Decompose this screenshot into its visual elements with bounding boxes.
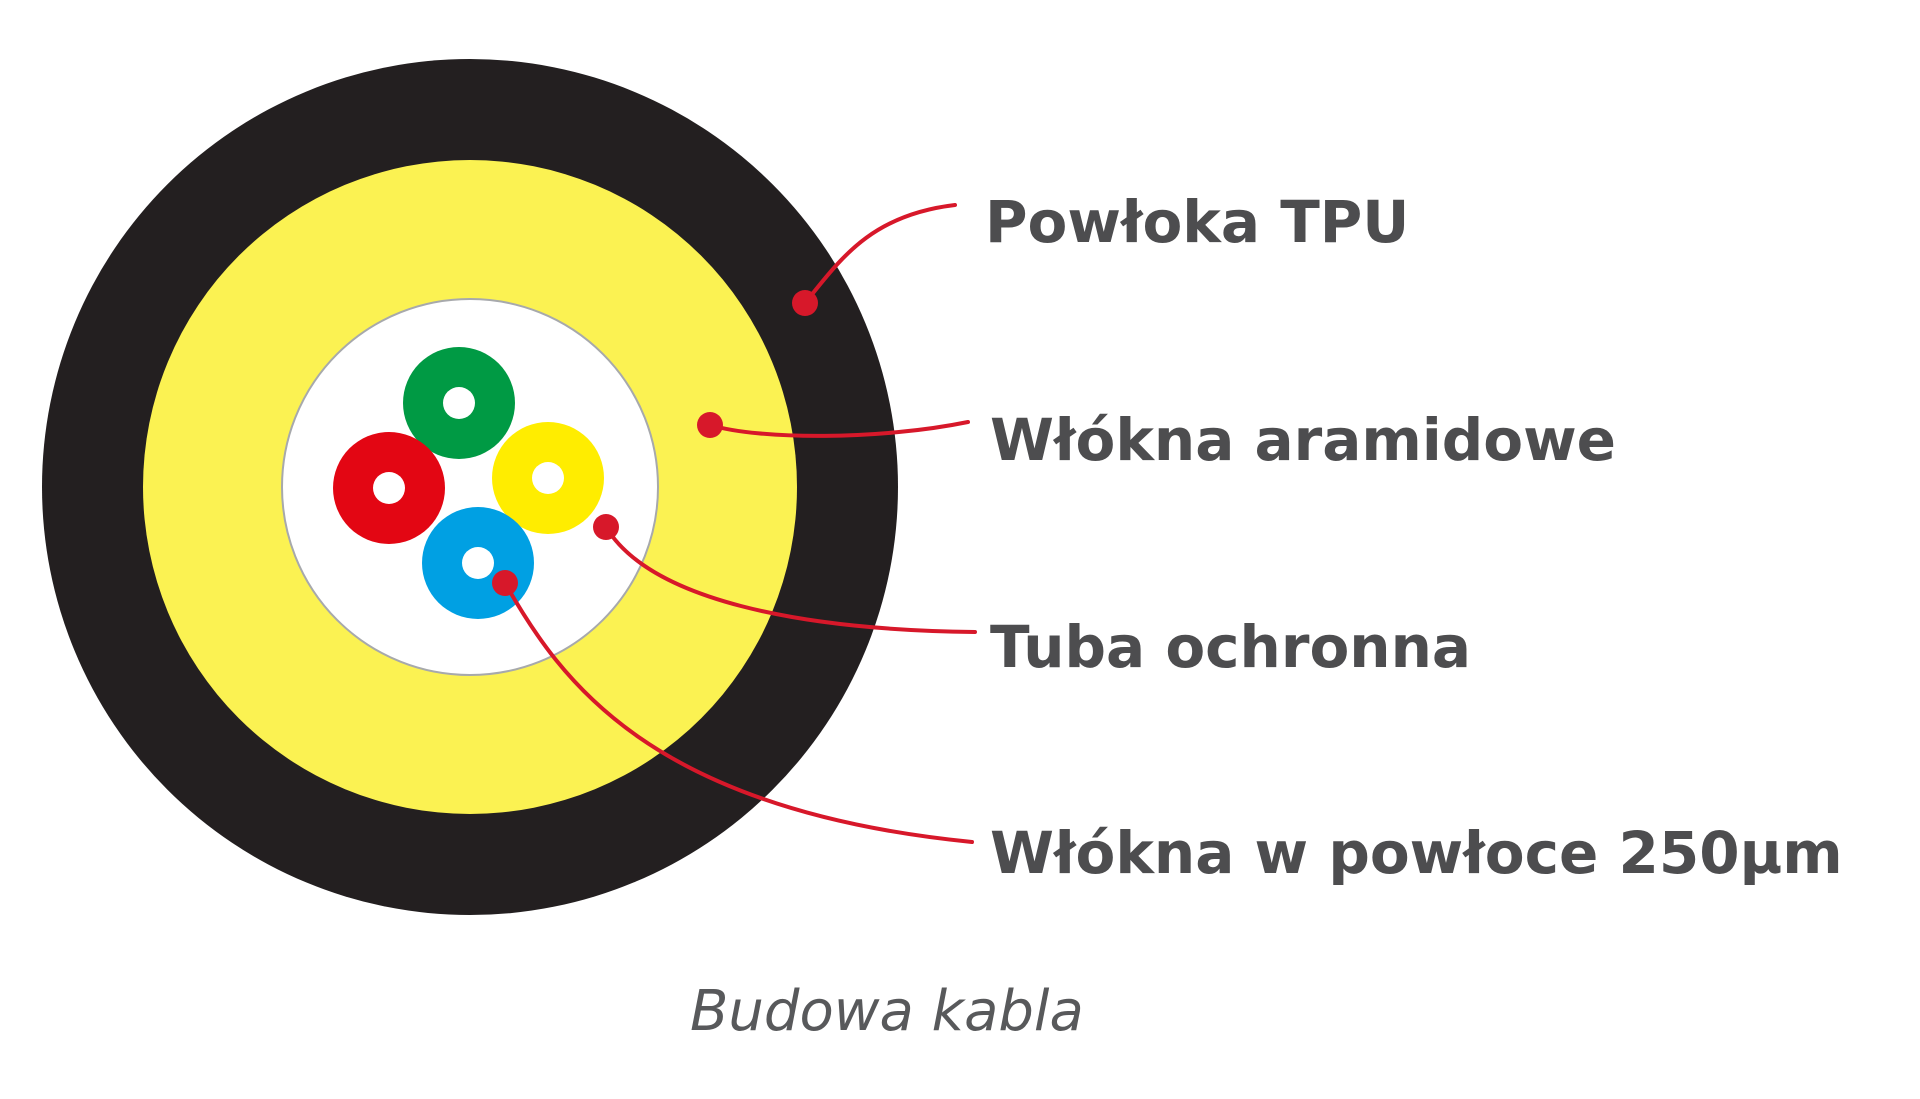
label-aramid: Włókna aramidowe — [990, 406, 1616, 474]
label-fibers: Włókna w powłoce 250µm — [990, 819, 1843, 887]
leader-dot-aramid — [697, 412, 723, 438]
fiber-yellow-core — [532, 462, 564, 494]
leader-line-fibers — [503, 581, 974, 844]
fiber-yellow — [492, 422, 604, 534]
leader-dot-fibers — [492, 570, 518, 596]
leader-lines — [503, 203, 977, 844]
labels: Powłoka TPU Włókna aramidowe Tuba ochron… — [985, 188, 1843, 887]
diagram-caption: Budowa kabla — [690, 979, 1084, 1044]
leader-line-tpu — [803, 203, 957, 305]
fiber-blue-core — [462, 547, 494, 579]
fiber-red-core — [373, 472, 405, 504]
fiber-green — [403, 347, 515, 459]
leader-dot-tube — [593, 514, 619, 540]
fiber-green-core — [443, 387, 475, 419]
protective-tube — [281, 298, 659, 676]
label-tpu: Powłoka TPU — [985, 188, 1409, 256]
cable-cross-section — [42, 59, 898, 915]
leader-line-tube — [604, 525, 977, 634]
leader-line-aramid — [708, 420, 970, 438]
fiber-red — [333, 432, 445, 544]
leader-dots — [492, 290, 818, 596]
label-tube: Tuba ochronna — [990, 613, 1471, 681]
leader-dot-tpu — [792, 290, 818, 316]
